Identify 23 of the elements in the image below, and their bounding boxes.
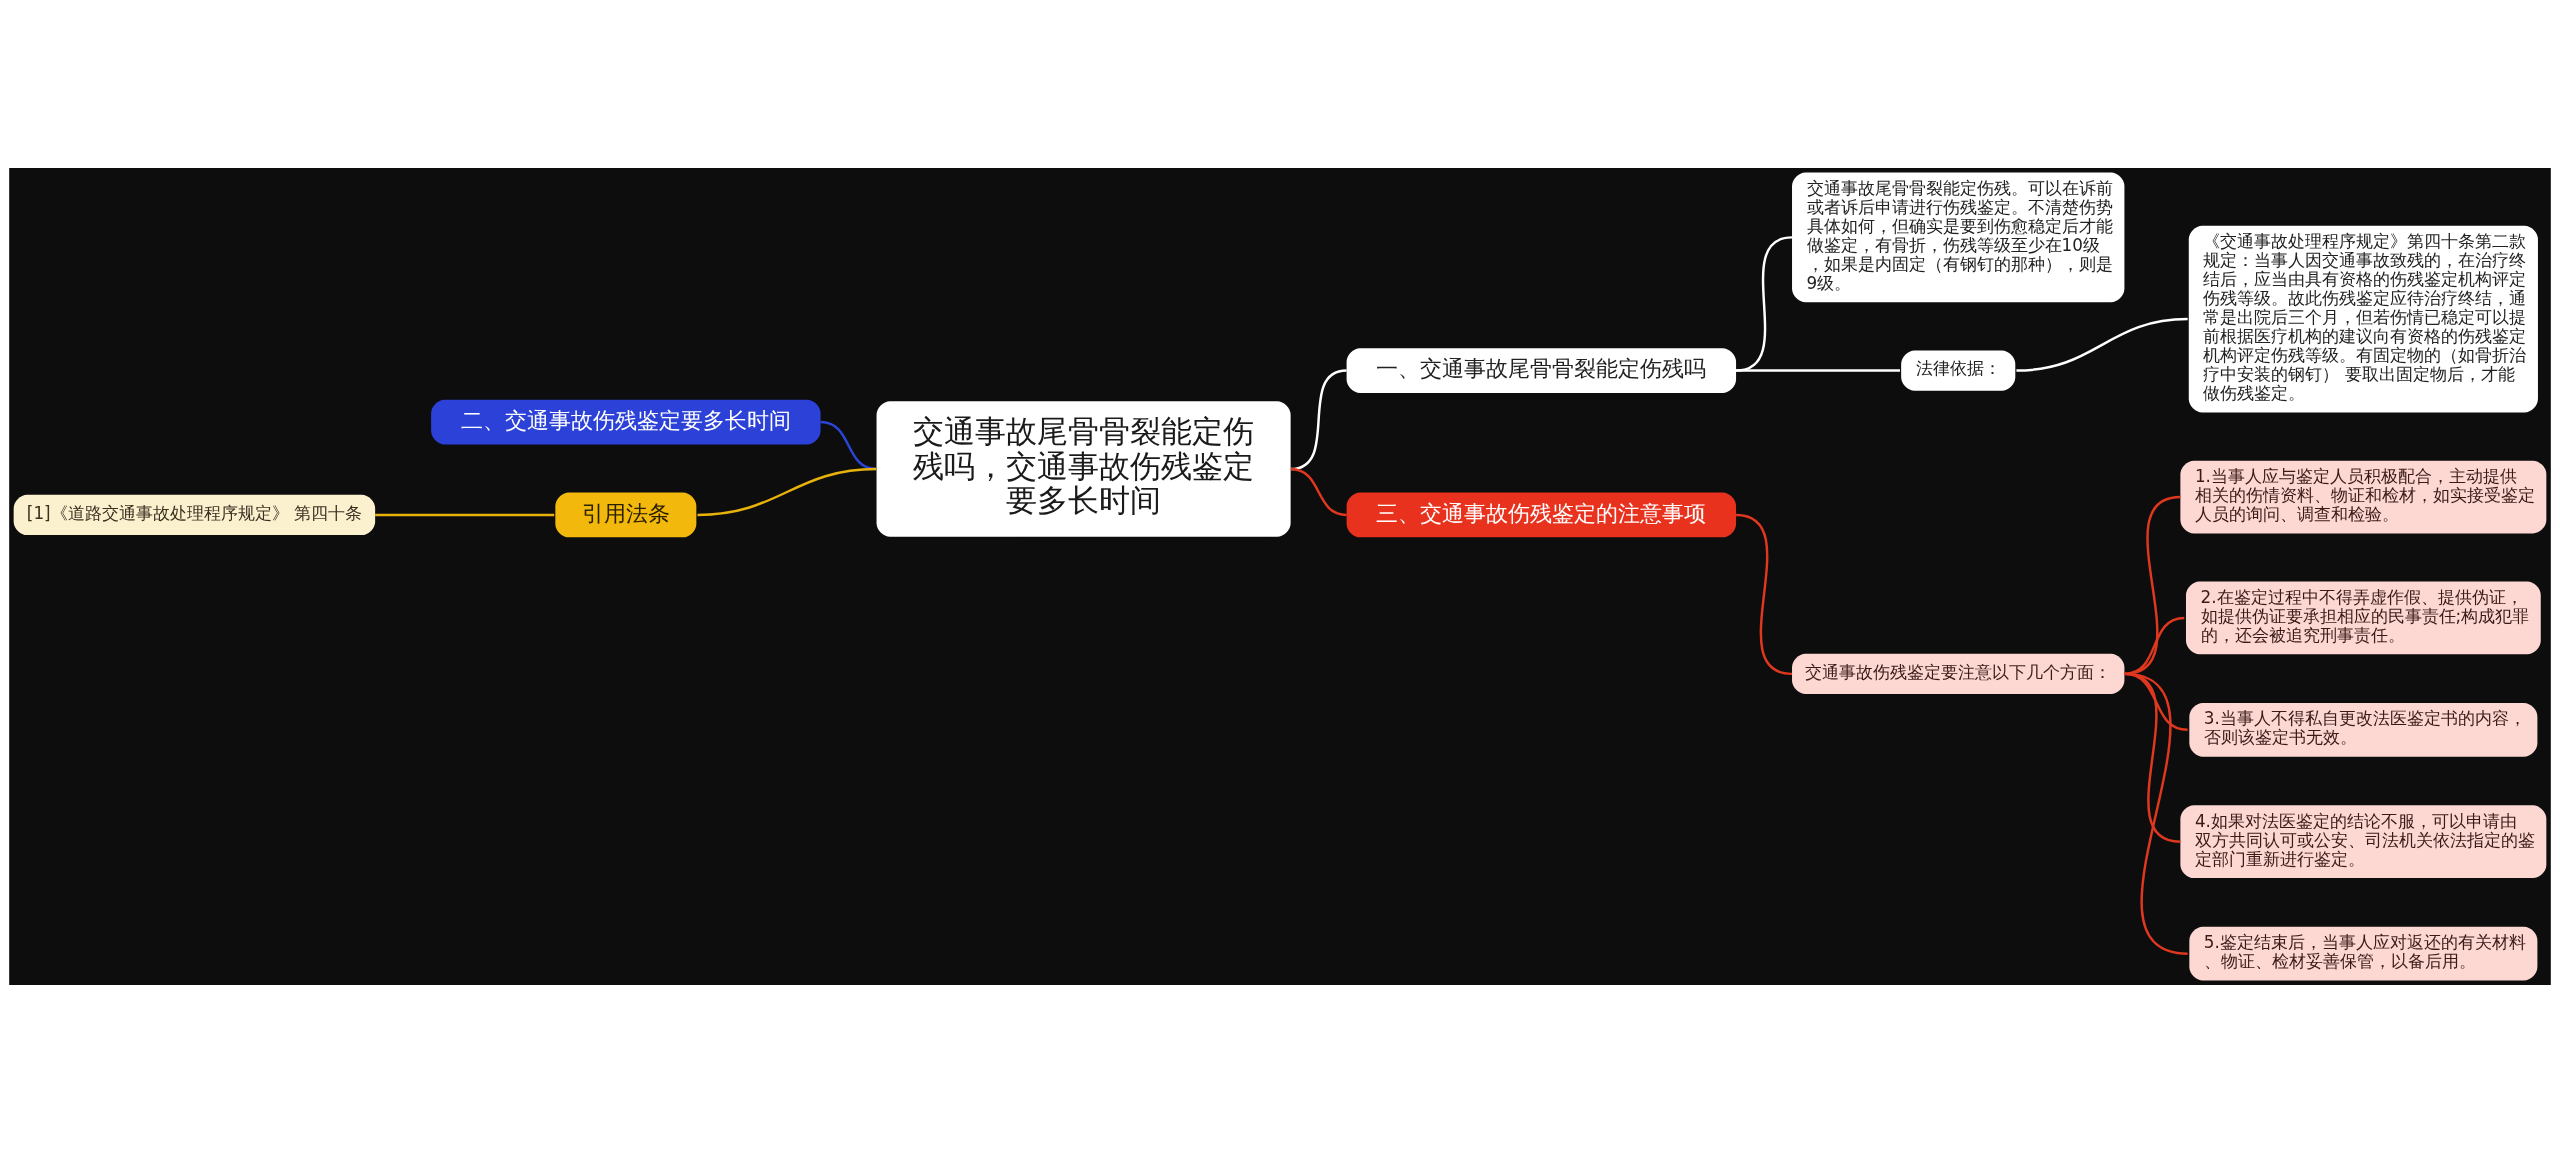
connector: [697, 467, 877, 517]
node-box: 三、交通事故伤残鉴定的注意事项: [1346, 492, 1737, 538]
node-box: 引用法条: [555, 492, 697, 538]
node-box: 法律依据：: [1901, 350, 2016, 391]
connector: [1735, 513, 1793, 676]
node-box: 《交通事故处理程序规定》第四十条第二款规定：当事人因交通事故致残的，在治疗终结后，应当由具有资格的伤残鉴定机构评定伤残等级。故此伤残鉴定应待治疗终结，通常是出院后三个月，但若伤情已稳定可以提前根据医疗机构的建议向有资格的伤残鉴定机构评定伤残等级。有固定物的（如骨折治疗中安装的钢钉） 要取出固定物后，才能做伤残鉴定。: [2188, 225, 2538, 413]
node-box: 交通事故尾骨骨裂能定伤残吗，交通事故伤残鉴定要多长时间: [876, 401, 1291, 537]
connector: [2124, 616, 2185, 676]
connector: [375, 513, 555, 517]
node-box: 5.鉴定结束后，当事人应对返还的有关材料、物证、检材妥善保管，以备后用。: [2189, 926, 2538, 981]
node-box: 1.当事人应与鉴定人员积极配合，主动提供相关的伤情资料、物证和检材，如实接受鉴定人员的询问、调查和检验。: [2180, 460, 2547, 534]
node-box: 二、交通事故伤残鉴定要多长时间: [431, 399, 821, 445]
node-box: 交通事故尾骨骨裂能定伤残。可以在诉前或者诉后申请进行伤残鉴定。不清楚伤势具体如何，但确实是要到伤愈稳定后才能做鉴定，有骨折，伤残等级至少在10级，如果是内固定（有钢钉的那种），则是9级。: [1792, 172, 2125, 303]
node-box: [1]《道路交通事故处理程序规定》 第四十条: [13, 494, 376, 536]
node-box: 一、交通事故尾骨骨裂能定伤残吗: [1346, 348, 1737, 393]
node-box: 3.当事人不得私自更改法医鉴定书的内容，否则该鉴定书无效。: [2189, 702, 2538, 757]
node-box: 2.在鉴定过程中不得弄虚作假、提供伪证，如提供伪证要承担相应的民事责任;构成犯罪的，还会被追究刑事责任。: [2185, 581, 2541, 655]
connector: [1290, 467, 1347, 517]
node-box: 交通事故伤残鉴定要注意以下几个方面：: [1792, 653, 2125, 694]
connector: [2016, 317, 2188, 372]
node-box: 4.如果对法医鉴定的结论不服，可以申请由双方共同认可或公安、司法机关依法指定的鉴定部门重新进行鉴定。: [2180, 805, 2547, 879]
connector: [1736, 369, 1900, 372]
connector: [2124, 672, 2188, 955]
